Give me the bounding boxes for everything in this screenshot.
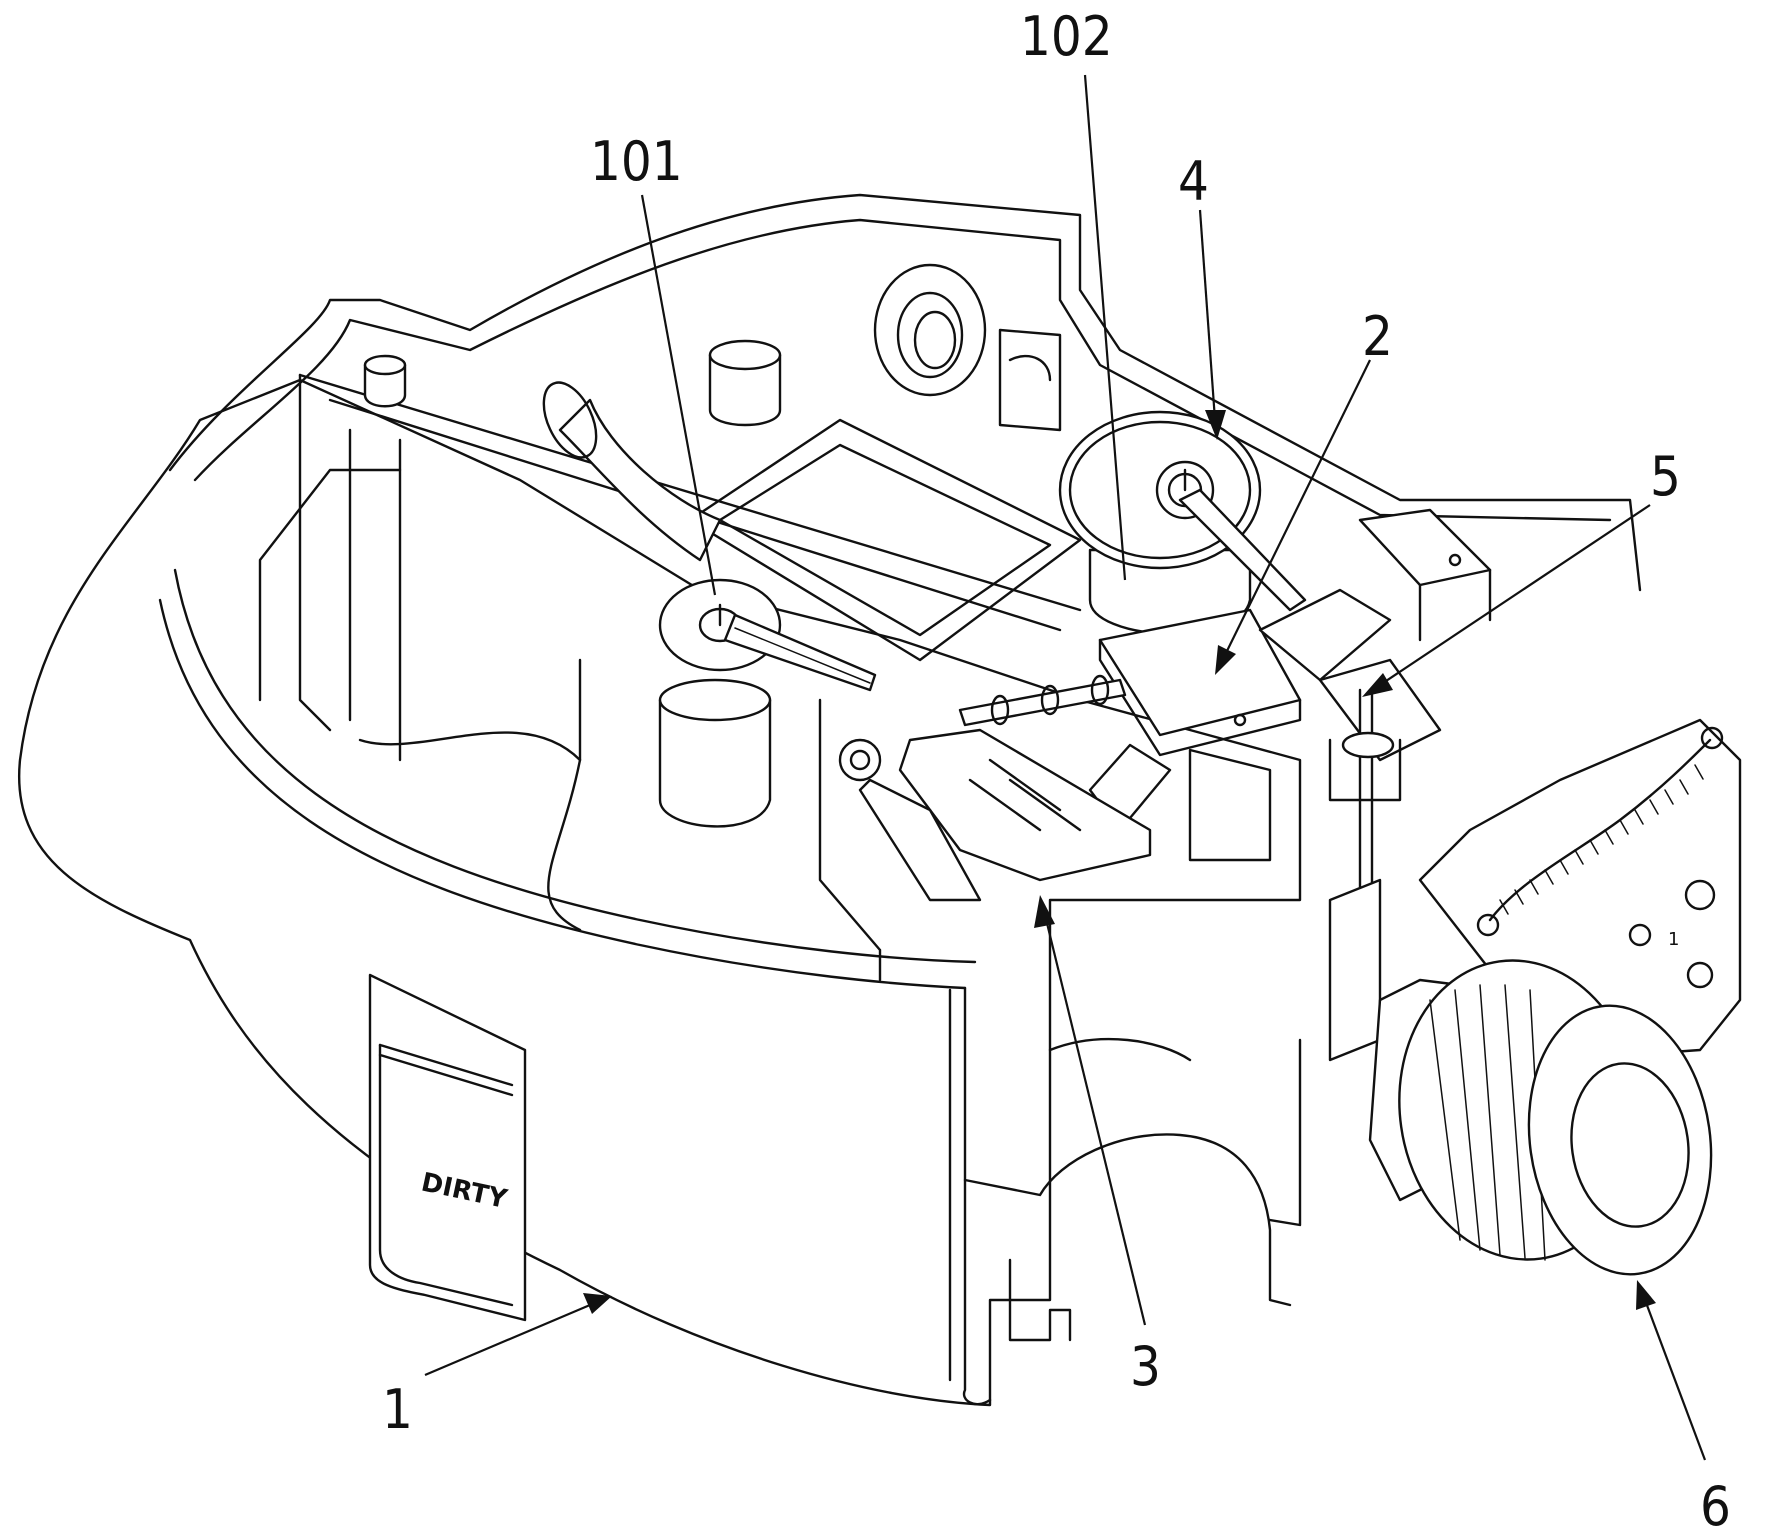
arrow-4 [1205,410,1226,440]
tension-spring [1476,726,1724,937]
leader-3 [1043,914,1147,1326]
front-cutout [963,1037,1302,1342]
pulley-4 [1058,410,1307,635]
arrow-3 [1034,895,1055,928]
knob-6 [1368,959,1713,1276]
gear-mark: 1 [1668,929,1679,950]
label-2: 2 [1362,305,1393,368]
arrow-2 [1215,645,1236,675]
pedal-arm [1088,508,1492,862]
leader-2 [1224,359,1371,656]
pulley-101 [658,578,877,828]
leader-4 [1198,209,1217,421]
label-6: 6 [1700,1475,1731,1534]
label-1: 1 [382,1378,413,1441]
leader-1 [424,1303,591,1377]
flap-block-3 [818,674,1152,982]
leader-lines [424,74,1707,1461]
dirty-indicator-panel: DIRTY [368,973,527,1322]
arrow-6 [1636,1280,1656,1310]
arrow-1 [583,1293,612,1314]
leader-5 [1379,504,1651,686]
label-5: 5 [1650,445,1681,508]
label-101: 101 [590,130,683,193]
leader-102 [1083,74,1127,581]
label-4: 4 [1178,150,1209,213]
leader-101 [640,194,717,596]
label-102: 102 [1020,5,1113,68]
reference-labels: 101 102 4 2 5 3 1 6 [382,5,1731,1534]
arrow-5 [1362,673,1393,697]
leader-6 [1643,1299,1707,1461]
label-3: 3 [1130,1335,1161,1398]
housing [17,193,1642,1407]
